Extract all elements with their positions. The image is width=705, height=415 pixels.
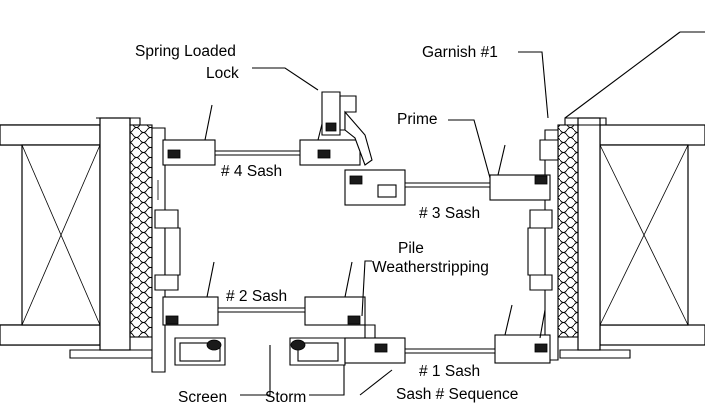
label-spring-loaded: Spring Loaded bbox=[135, 43, 236, 60]
screen-frame bbox=[174, 337, 226, 366]
label-pile: Pile bbox=[398, 240, 424, 257]
label-sash-1: # 1 Sash bbox=[419, 363, 480, 380]
label-prime: Prime bbox=[397, 111, 437, 128]
right-wall bbox=[557, 117, 705, 359]
label-sash-4: # 4 Sash bbox=[221, 163, 282, 180]
label-sash-3: # 3 Sash bbox=[419, 205, 480, 222]
left-wall bbox=[0, 117, 156, 359]
label-garnish: Garnish #1 bbox=[422, 44, 498, 61]
spring-loaded-lock bbox=[321, 91, 373, 166]
label-sash-sequence: Sash # Sequence bbox=[396, 386, 518, 403]
label-sash-2: # 2 Sash bbox=[226, 288, 287, 305]
right-jamb bbox=[527, 129, 559, 361]
label-lock: Lock bbox=[206, 65, 239, 82]
label-screen: Screen bbox=[178, 389, 227, 406]
sash-2 bbox=[162, 261, 376, 346]
label-weatherstripping: Weatherstripping bbox=[372, 259, 489, 276]
leader-lines bbox=[240, 31, 705, 396]
left-jamb bbox=[151, 127, 181, 373]
label-storm: Storm bbox=[265, 389, 306, 406]
storm-frame bbox=[289, 337, 346, 366]
sash-1 bbox=[344, 304, 551, 364]
sash-3 bbox=[344, 144, 551, 206]
